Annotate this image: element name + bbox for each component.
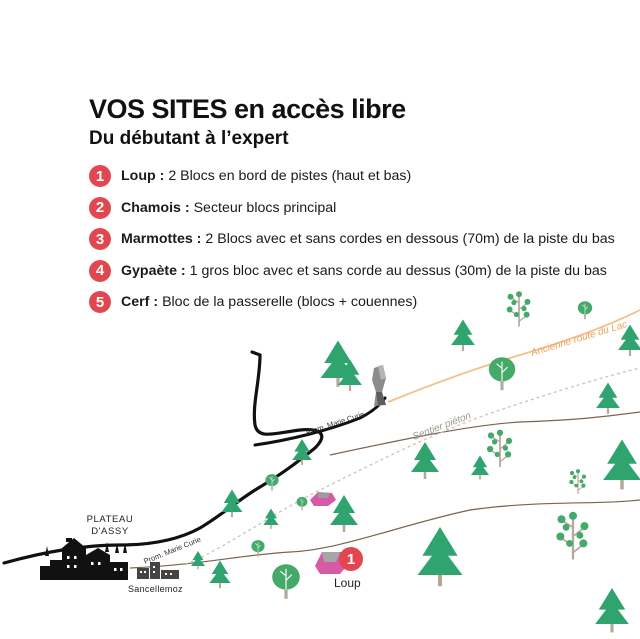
legend-item-chamois: 2 Chamois : Secteur blocs principal bbox=[89, 196, 639, 220]
site-marker-loup[interactable]: 1 bbox=[339, 547, 363, 571]
site-marker-label: Loup bbox=[334, 576, 361, 590]
site-number-badge: 2 bbox=[89, 196, 111, 219]
page-subtitle: Du débutant à l’expert bbox=[89, 128, 289, 149]
ancienne-route-label: Ancienne route du Lac bbox=[529, 319, 629, 359]
site-number-badge: 3 bbox=[89, 228, 111, 250]
plateau-label-line2: D'ASSY bbox=[91, 526, 129, 537]
plateau-assy-label: PLATEAU D'ASSY bbox=[80, 514, 140, 538]
legend-item-loup: 1 Loup : 2 Blocs en bord de pistes (haut… bbox=[89, 164, 639, 188]
footpath-sentier bbox=[184, 367, 640, 566]
sentier-label: Sentier piéton bbox=[411, 410, 473, 443]
sancellemoz-label: Sancellemoz bbox=[128, 584, 183, 594]
road-upper-branch bbox=[253, 396, 387, 447]
sites-legend: 1 Loup : 2 Blocs en bord de pistes (haut… bbox=[89, 164, 639, 322]
site-description: 2 Blocs avec et sans cordes en dessous (… bbox=[205, 231, 615, 247]
plateau-label-line1: PLATEAU bbox=[86, 514, 134, 525]
site-description: Secteur blocs principal bbox=[193, 199, 337, 216]
site-name: Loup : bbox=[121, 168, 165, 184]
dirt-trail-lower bbox=[129, 499, 640, 569]
site-description: 2 Blocs en bord de pistes (haut et bas) bbox=[168, 168, 412, 184]
legend-item-gypaete: 4 Gypaète : 1 gros bloc avec et sans cor… bbox=[89, 259, 639, 283]
site-number-badge: 4 bbox=[89, 259, 111, 282]
prom-upper-label: Prom. Marie Curie bbox=[305, 410, 366, 437]
rock-pillar-icon bbox=[372, 365, 386, 406]
site-name: Marmottes : bbox=[121, 231, 202, 247]
site-number-badge: 1 bbox=[89, 165, 111, 187]
legend-item-cerf: 5 Cerf : Bloc de la passerelle (blocs + … bbox=[89, 290, 639, 314]
sancellemoz-buildings bbox=[137, 562, 179, 579]
twig-tree-icon bbox=[486, 290, 590, 561]
site-name: Chamois : bbox=[121, 199, 190, 216]
site-description: 1 gros bloc avec et sans corde au dessus… bbox=[189, 262, 607, 279]
boulder-icon bbox=[310, 492, 336, 506]
legend-item-marmottes: 3 Marmottes : 2 Blocs avec et sans corde… bbox=[89, 227, 639, 251]
road-prom-marie-curie bbox=[2, 350, 324, 565]
site-name: Gypaète : bbox=[121, 262, 186, 279]
site-description: Bloc de la passerelle (blocs + couennes) bbox=[162, 294, 418, 310]
ancienne-route bbox=[387, 309, 640, 403]
page-title: VOS SITES en accès libre bbox=[89, 94, 406, 124]
dirt-trail-upper bbox=[329, 411, 640, 456]
site-number-badge: 5 bbox=[89, 291, 111, 313]
village-plateau-assy bbox=[40, 538, 128, 580]
site-name: Cerf : bbox=[121, 294, 159, 310]
